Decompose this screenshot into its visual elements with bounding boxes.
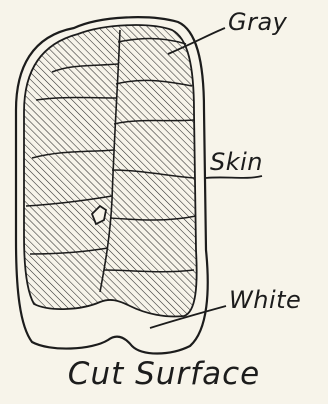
- gray-flesh-region: [24, 25, 197, 316]
- white-label: White: [229, 286, 301, 314]
- gray-label: Gray: [228, 8, 287, 36]
- skin-label: Skin: [210, 148, 263, 176]
- figure-caption: Cut Surface: [0, 356, 328, 392]
- skin-leader-line: [206, 176, 262, 178]
